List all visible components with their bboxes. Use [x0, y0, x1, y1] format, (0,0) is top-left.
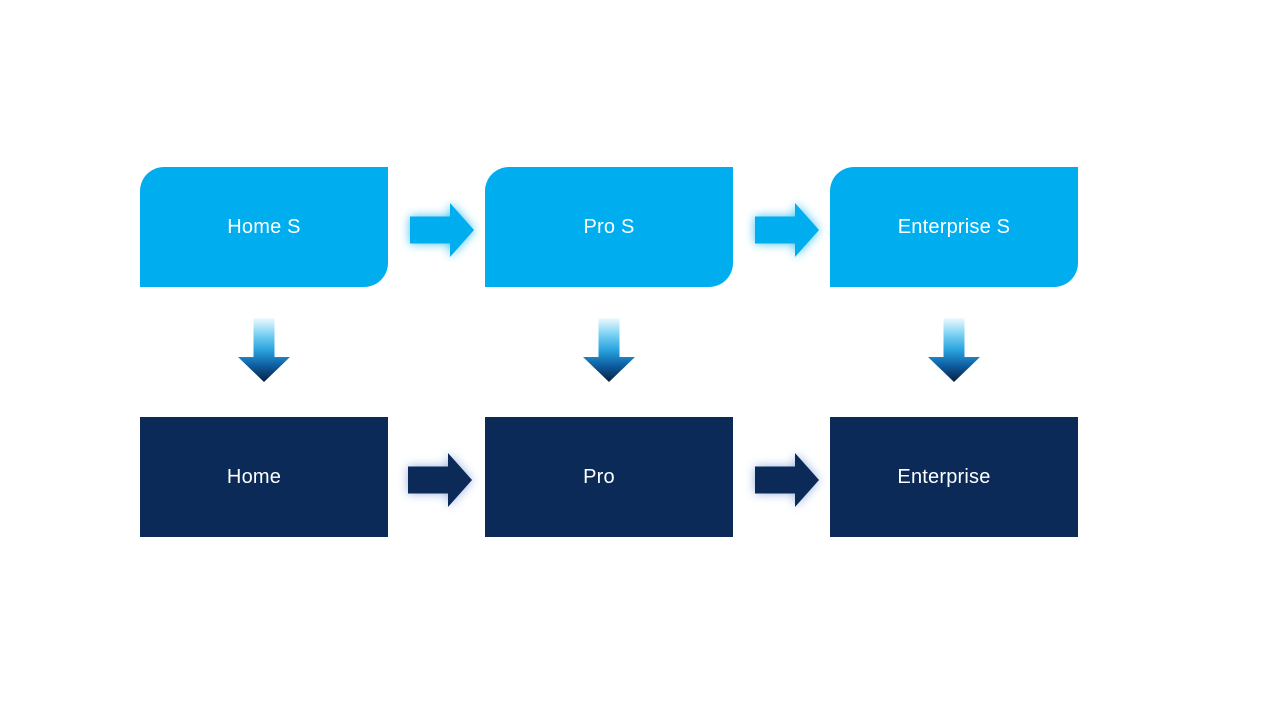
node-label: Enterprise S: [897, 215, 1011, 238]
right-arrow-icon: [408, 453, 472, 507]
node-label: Home S: [227, 215, 301, 238]
right-arrow-icon: [755, 453, 819, 507]
node-label: Pro: [583, 465, 615, 488]
node-pro-s: Pro S: [485, 167, 733, 287]
node-pro: Pro: [485, 417, 733, 537]
node-enterprise-s: Enterprise S: [830, 167, 1078, 287]
down-arrow-icon: [928, 318, 980, 382]
node-home-s: Home S: [140, 167, 388, 287]
right-arrow-icon: [410, 203, 474, 257]
node-label: Pro S: [583, 215, 635, 238]
node-label: Enterprise: [897, 465, 991, 488]
down-arrow-icon: [238, 318, 290, 382]
right-arrow-icon: [755, 203, 819, 257]
node-label: Home: [226, 465, 282, 488]
node-enterprise: Enterprise: [830, 417, 1078, 537]
node-home: Home: [140, 417, 388, 537]
down-arrow-icon: [583, 318, 635, 382]
